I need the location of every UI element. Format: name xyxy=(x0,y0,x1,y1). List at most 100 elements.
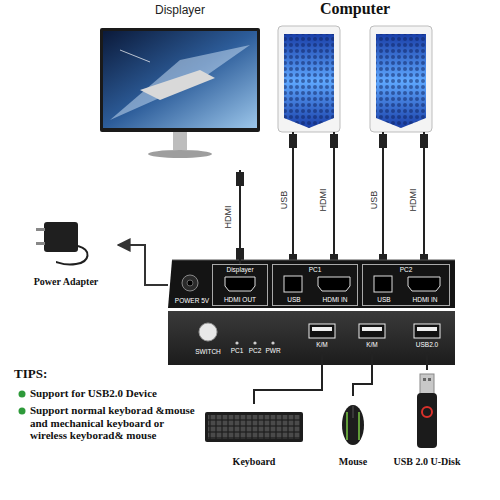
usb-port xyxy=(309,324,335,338)
usb-port-node: K/M xyxy=(305,320,339,352)
usb-port-tongue xyxy=(312,327,332,331)
keyboard-node: Keyboard xyxy=(198,404,310,474)
cable-label: HDMI xyxy=(319,189,328,212)
computer-tower xyxy=(284,34,334,128)
usb-port-node: K/M xyxy=(355,320,389,352)
mouse xyxy=(342,405,364,445)
node-text: Mouse xyxy=(330,456,376,468)
keyboard xyxy=(205,412,303,442)
power-adapter xyxy=(44,222,78,252)
mouse xyxy=(342,405,364,445)
node-text: K/M xyxy=(355,341,389,348)
node-text: Displayer xyxy=(95,4,265,18)
usb-flash-drive xyxy=(417,374,437,448)
port xyxy=(225,277,255,291)
node-text: PC2 xyxy=(246,347,264,354)
bullet-dot xyxy=(19,391,26,415)
kvm-back-panel xyxy=(182,275,198,291)
tips-heading: TIPS: xyxy=(14,367,74,382)
kvm-back-panel xyxy=(168,260,455,308)
node-text: USB xyxy=(367,296,401,303)
port-group: PC2USBHDMI IN xyxy=(362,264,450,306)
cable-plug xyxy=(330,134,338,148)
computer-tower xyxy=(376,34,426,128)
port xyxy=(408,277,440,291)
port xyxy=(284,276,302,292)
pc-cables xyxy=(333,132,335,275)
kvm-front-panel xyxy=(253,341,256,344)
power-adapter xyxy=(36,228,45,231)
monitor xyxy=(100,28,260,132)
usb-port xyxy=(414,324,440,338)
computer-tower xyxy=(278,26,432,132)
back-panel: POWER 5VDisplayerHDMI OUTPC1USBHDMI INPC… xyxy=(168,262,455,308)
cable-plug xyxy=(236,134,428,268)
node-text: PC1 xyxy=(228,347,246,354)
usb-port-node: USB2.0 xyxy=(405,320,449,352)
node-text: USB 2.0 U-Disk xyxy=(375,456,479,468)
kvm-front-panel xyxy=(235,341,238,344)
node-text: POWER 5V xyxy=(172,297,212,304)
cable-plug xyxy=(420,134,428,148)
power-adapter xyxy=(56,246,88,265)
cable-label: HDMI xyxy=(409,189,418,212)
cable-label: USB xyxy=(280,191,289,210)
node-text: Power Adapter xyxy=(14,276,118,288)
usb-port-tongue xyxy=(417,327,437,331)
cable-connector xyxy=(353,352,372,396)
adapter-node: Power Adapter xyxy=(14,212,118,294)
node-text: HDMI OUT xyxy=(213,296,267,303)
cable-connector xyxy=(254,352,322,404)
mouse-node: Mouse xyxy=(330,396,376,474)
usb-port-tongue xyxy=(312,327,437,331)
node-text: PWR xyxy=(264,347,282,354)
power-adapter xyxy=(36,222,88,265)
kvm-front-panel xyxy=(168,311,455,365)
mouse xyxy=(353,406,354,418)
usb-port xyxy=(309,324,440,338)
port xyxy=(318,277,350,291)
kvm-front-panel xyxy=(271,341,274,344)
cable-plug xyxy=(379,134,387,148)
monitor xyxy=(103,31,257,128)
monitor xyxy=(120,50,150,62)
node-text: Keyboard xyxy=(198,456,310,468)
front-panel: SWITCHPC1PC2PWRK/MK/MUSB2.0 xyxy=(168,312,455,365)
port xyxy=(374,276,392,292)
disk-node: USB 2.0 U-Disk xyxy=(375,370,479,474)
usb-flash-drive xyxy=(423,378,426,381)
cable-connector xyxy=(118,245,168,285)
monitor xyxy=(173,132,187,150)
kvm-front-panel xyxy=(199,323,217,341)
usb-port xyxy=(359,324,385,338)
monitor xyxy=(140,70,215,100)
kvm-front-panel xyxy=(168,311,455,365)
node-text: HDMI IN xyxy=(403,296,447,303)
pc-cables xyxy=(423,132,425,275)
usb-flash-drive xyxy=(417,393,437,448)
node-text: USB2.0 xyxy=(405,341,449,348)
computer-tower xyxy=(370,26,432,132)
node-text: Displayer xyxy=(213,266,267,273)
port-group: DisplayerHDMI OUT xyxy=(212,264,268,306)
pc-cables xyxy=(293,132,424,275)
monitor xyxy=(100,28,260,158)
node-text: PC2 xyxy=(363,266,449,273)
node-text: K/M xyxy=(305,341,339,348)
bullet-dot xyxy=(19,408,26,415)
cable-connector xyxy=(239,170,241,264)
monitor-node: Displayer xyxy=(95,4,265,170)
cable-connector xyxy=(426,352,428,370)
pc-cables xyxy=(382,132,384,275)
keyboard xyxy=(208,415,300,439)
tip-text: Support normal keyborad &mouse and mecha… xyxy=(30,404,198,442)
node-text: HDMI IN xyxy=(313,296,357,303)
monitor xyxy=(148,150,212,158)
computer-tower xyxy=(284,34,334,128)
tip-text: Support for USB2.0 Device xyxy=(30,387,205,400)
port xyxy=(225,276,440,292)
pc-cables xyxy=(292,132,294,275)
bullet-dot xyxy=(19,391,26,398)
node-text: USB xyxy=(277,296,311,303)
